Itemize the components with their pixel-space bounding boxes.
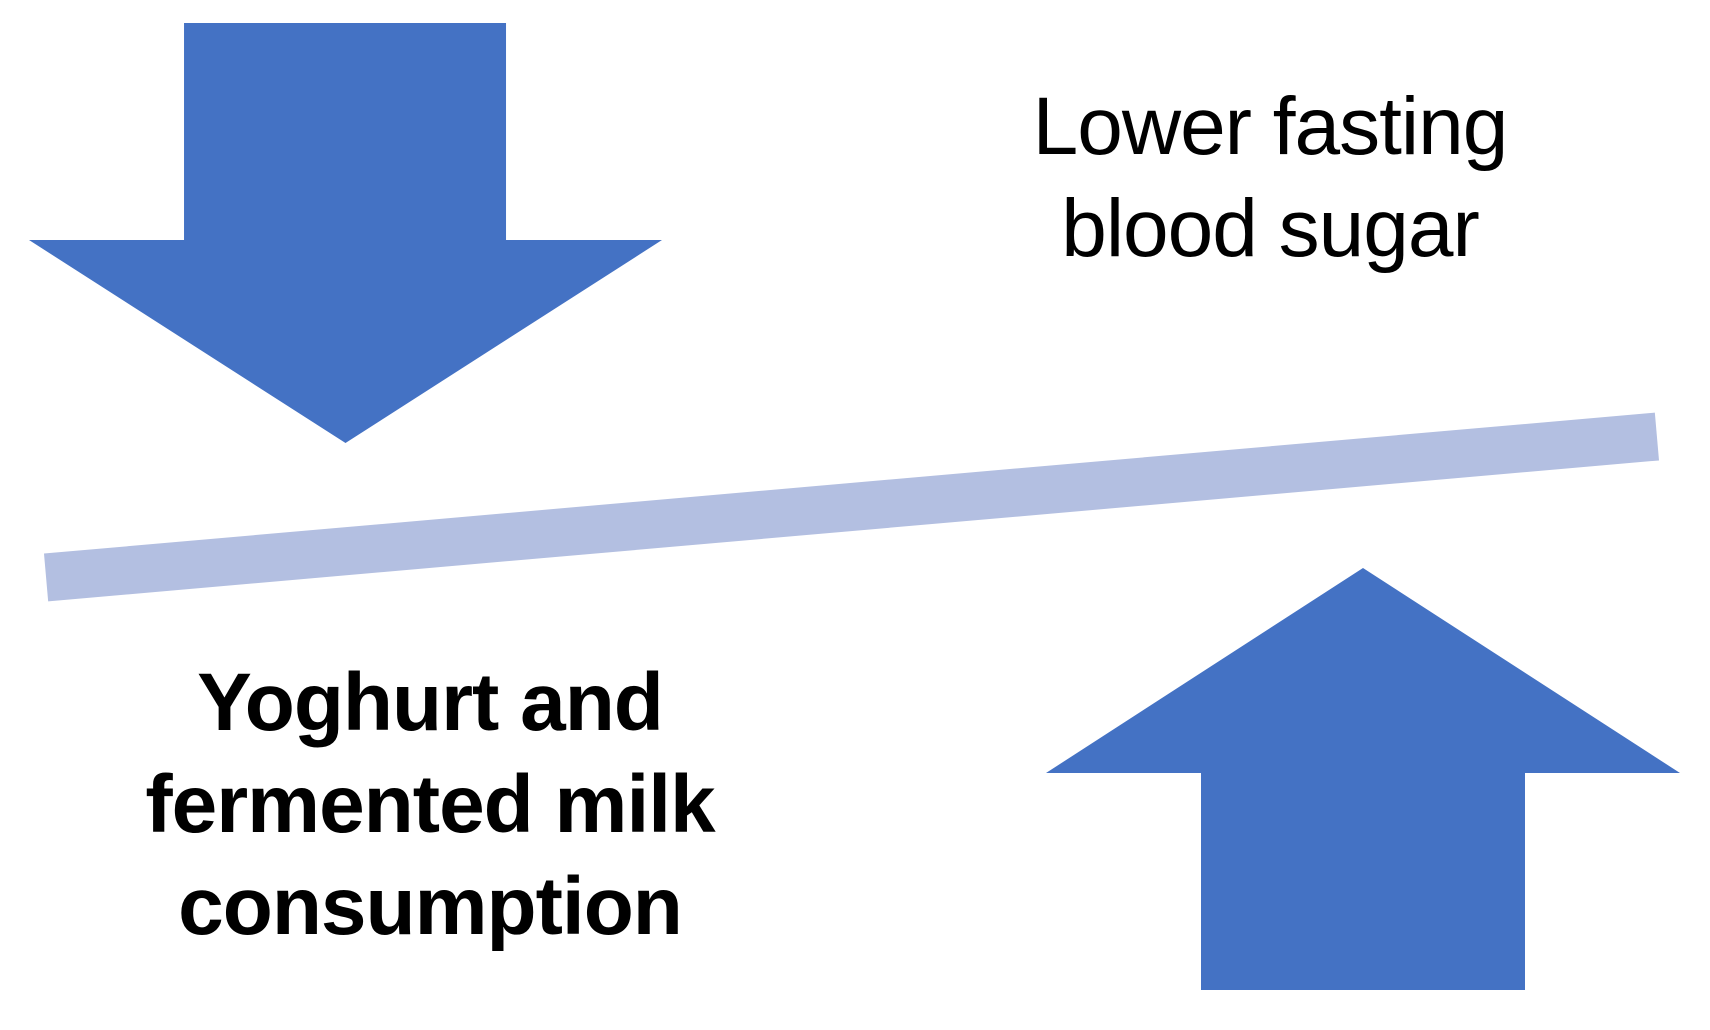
right-label-lower-fasting-blood-sugar: Lower fasting blood sugar [950,76,1590,280]
left-label-line-2: fermented milk [145,759,715,850]
left-label-line-1: Yoghurt and [197,657,664,748]
right-label-line-2: blood sugar [1061,183,1480,274]
decrease-arrow-icon [29,23,662,443]
increase-arrow-icon [1046,568,1680,990]
left-label-yoghurt-fermented-milk-consumption: Yoghurt and fermented milk consumption [95,652,765,958]
right-label-line-1: Lower fasting [1032,81,1509,172]
left-label-line-3: consumption [178,861,683,952]
seesaw-beam [43,412,1660,602]
